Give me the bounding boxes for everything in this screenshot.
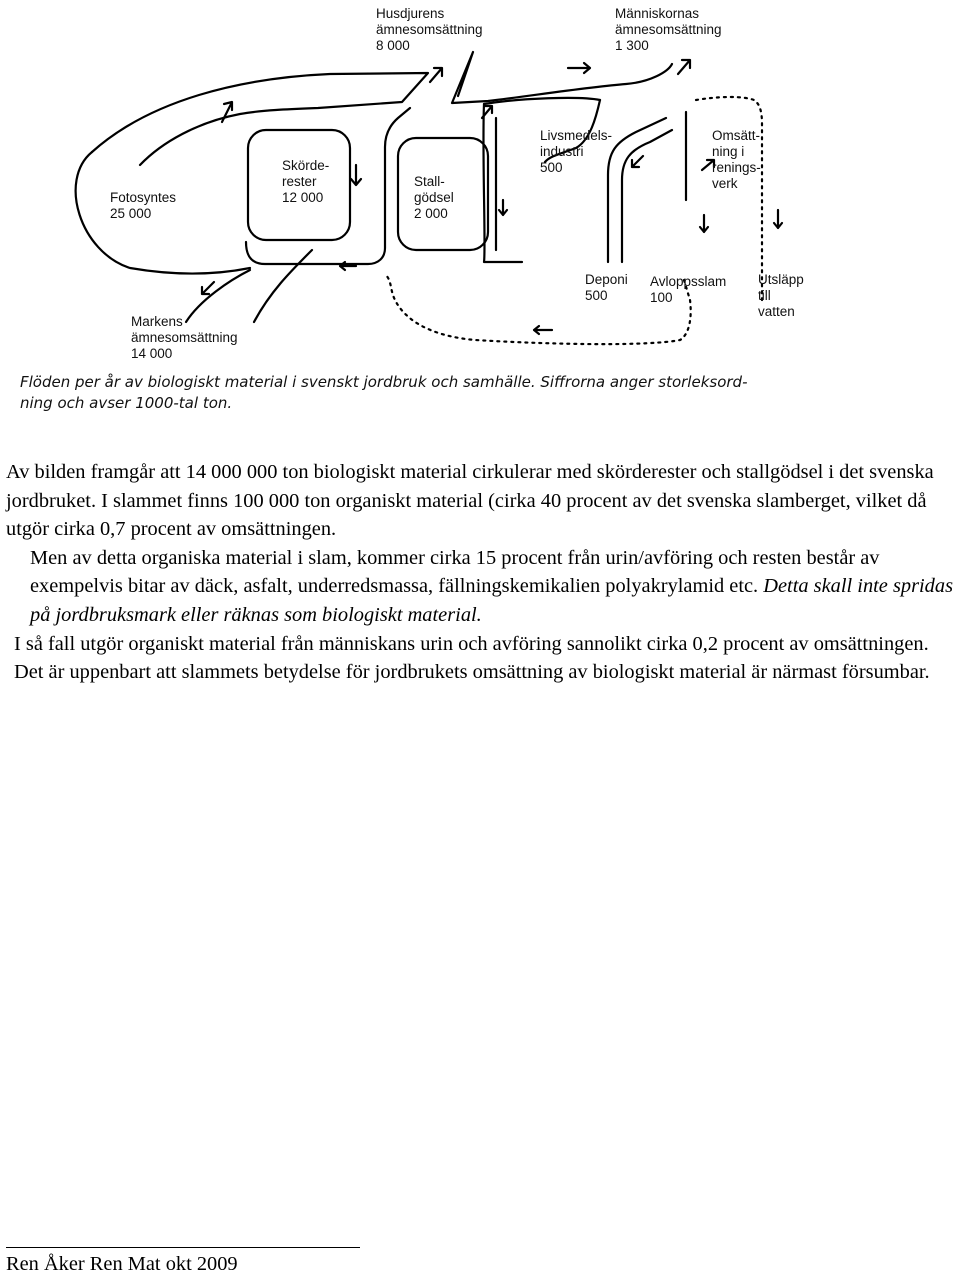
paragraph-2-text: Men av detta organiska material i slam, … [30, 546, 880, 598]
skorde-box [246, 128, 352, 242]
outer-flow-outline [90, 71, 430, 167]
label-livsmedelsindustri: Livsmedels- industri 500 [540, 128, 613, 175]
footer-rule [6, 1247, 360, 1248]
label-fotosyntes: Fotosyntes 25 000 [110, 190, 177, 221]
footer-text: Ren Åker Ren Mat okt 2009 [6, 1253, 238, 1275]
label-utslapp: Utsläpp till vatten [758, 272, 804, 319]
flow-diagram-drawing [74, 50, 784, 346]
label-manniskornas: Människornas ämnesomsättning 1 300 [615, 6, 722, 53]
label-omsattning-reningsverk: Omsätt- ning i renings- verk [712, 128, 761, 191]
label-markens: Markens ämnesomsättning 14 000 [131, 314, 238, 361]
upper-channel-outline [450, 50, 674, 105]
paragraph-1: Av bilden framgår att 14 000 000 ton bio… [6, 461, 934, 541]
label-avloppsslam: Avloppsslam 100 [650, 274, 727, 305]
label-skorderester: Skörde- rester 12 000 [282, 158, 330, 205]
paragraph-2: Men av detta organiska material i slam, … [6, 544, 956, 630]
paragraph-3: I så fall utgör organiskt material från … [14, 632, 930, 684]
figure-caption: Flöden per år av biologiskt material i s… [20, 373, 748, 412]
body-text: Av bilden framgår att 14 000 000 ton bio… [6, 458, 956, 687]
paragraph-2-italic: Detta skall inte spridas på jordbruksmar… [30, 575, 954, 626]
label-deponi: Deponi 500 [585, 272, 628, 303]
flow-diagram: Husdjurens ämnesomsättning 8 000 Människ… [0, 0, 960, 430]
arrow-up-right-1 [220, 100, 234, 124]
stall-box [396, 136, 490, 252]
label-husdjurens: Husdjurens ämnesomsättning 8 000 [376, 6, 483, 53]
label-stallgodsel: Stall- gödsel 2 000 [414, 174, 454, 221]
